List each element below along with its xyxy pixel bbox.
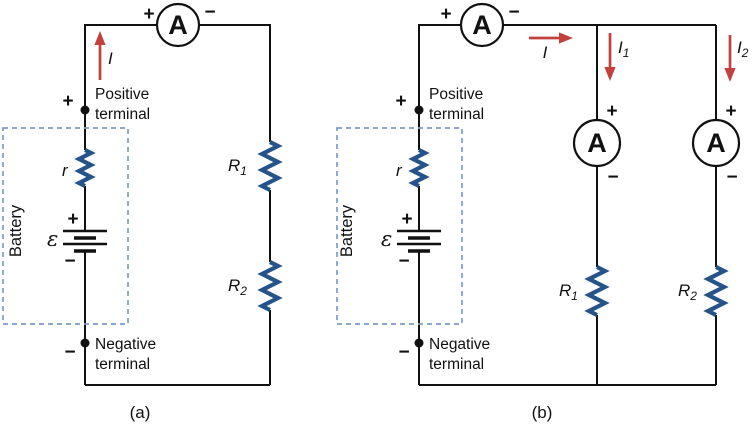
current-label-b: I bbox=[543, 43, 548, 62]
battery-plus-sign-a: + bbox=[67, 209, 78, 230]
negative-terminal-sign-a: − bbox=[64, 342, 75, 363]
main-ammeter-letter-b: A bbox=[472, 10, 492, 40]
branch-ammeter-2-letter-b: A bbox=[706, 128, 726, 158]
resistor-1-label-a: R1 bbox=[228, 156, 247, 178]
ammeter-letter-a: A bbox=[168, 10, 188, 40]
branch-ammeter-1-b bbox=[572, 118, 622, 168]
circuit-a: Battery r + − ε + Positive terminal − Ne… bbox=[2, 2, 283, 422]
caption-b: (b) bbox=[532, 403, 553, 422]
positive-terminal-text-line1-b: Positive bbox=[429, 86, 483, 103]
positive-terminal-sign-b: + bbox=[395, 91, 406, 112]
emf-label-b: ε bbox=[381, 227, 392, 251]
branch-ammeter-1-minus-sign-b: − bbox=[607, 167, 618, 188]
internal-resistor-zigzag-b bbox=[408, 148, 430, 188]
current-2-arrow-head-b bbox=[724, 68, 736, 82]
internal-resistance-label-b: r bbox=[396, 161, 403, 180]
branch-ammeter-2-minus-sign-b: − bbox=[726, 167, 737, 188]
main-ammeter-plus-sign-b: + bbox=[440, 4, 451, 25]
branch-ammeter-2-plus-sign-b: + bbox=[725, 101, 736, 122]
internal-resistance-label-a: r bbox=[62, 161, 69, 180]
negative-terminal-dot-a bbox=[80, 338, 90, 348]
negative-terminal-dot-b bbox=[414, 338, 424, 348]
negative-terminal-text-line1-a: Negative bbox=[95, 336, 156, 353]
battery-symbol-b bbox=[397, 229, 441, 253]
current-1-arrow-head-b bbox=[604, 67, 616, 81]
negative-terminal-text-line2-b: terminal bbox=[429, 356, 484, 373]
negative-terminal-text-line2-a: terminal bbox=[95, 356, 150, 373]
emf-label-a: ε bbox=[47, 227, 58, 251]
positive-terminal-dot-a bbox=[80, 105, 90, 115]
ammeter-a bbox=[155, 2, 201, 48]
circuit-b: Battery r + − ε + Positive terminal − Ne… bbox=[336, 2, 749, 422]
caption-a: (a) bbox=[130, 403, 151, 422]
current-arrow-head-b bbox=[559, 32, 573, 44]
ammeter-minus-sign-a: − bbox=[204, 2, 215, 23]
positive-terminal-text-line2-b: terminal bbox=[429, 106, 484, 123]
internal-resistor-zigzag-a bbox=[74, 148, 96, 188]
battery-minus-sign-b: − bbox=[398, 251, 409, 272]
negative-terminal-text-line1-b: Negative bbox=[429, 336, 490, 353]
battery-dashed-box-a bbox=[2, 127, 129, 325]
current-1-label-b: I1 bbox=[618, 38, 629, 60]
resistor-2-zigzag-b bbox=[703, 265, 729, 317]
wire-top-right-a bbox=[198, 24, 271, 142]
positive-terminal-sign-a: + bbox=[62, 91, 73, 112]
ammeter-plus-sign-a: + bbox=[143, 4, 154, 25]
branch-ammeter-2-b bbox=[691, 118, 741, 168]
resistor-1-label-b: R1 bbox=[559, 281, 578, 303]
branch-ammeter-1-plus-sign-b: + bbox=[606, 101, 617, 122]
branch-ammeter-1-letter-b: A bbox=[587, 128, 607, 158]
resistor-2-zigzag-a bbox=[257, 260, 283, 312]
main-ammeter-minus-sign-b: − bbox=[508, 2, 519, 23]
main-ammeter-b bbox=[459, 2, 505, 48]
battery-symbol-a bbox=[63, 229, 107, 253]
battery-minus-sign-a: − bbox=[64, 251, 75, 272]
current-2-label-b: I2 bbox=[737, 38, 749, 60]
battery-label-a: Battery bbox=[7, 204, 25, 257]
battery-label-b: Battery bbox=[338, 204, 356, 257]
positive-terminal-dot-b bbox=[414, 105, 424, 115]
positive-terminal-text-line1-a: Positive bbox=[95, 86, 149, 103]
negative-terminal-sign-b: − bbox=[398, 342, 409, 363]
current-arrow-head-a bbox=[94, 31, 106, 45]
battery-plus-sign-b: + bbox=[401, 209, 412, 230]
positive-terminal-text-line2-a: terminal bbox=[95, 106, 150, 123]
current-label-a: I bbox=[108, 49, 113, 68]
resistor-2-label-a: R2 bbox=[228, 276, 247, 298]
battery-dashed-box-b bbox=[336, 127, 463, 325]
resistor-1-zigzag-b bbox=[584, 265, 610, 317]
resistor-2-label-b: R2 bbox=[678, 281, 697, 303]
resistor-1-zigzag-a bbox=[257, 140, 283, 192]
